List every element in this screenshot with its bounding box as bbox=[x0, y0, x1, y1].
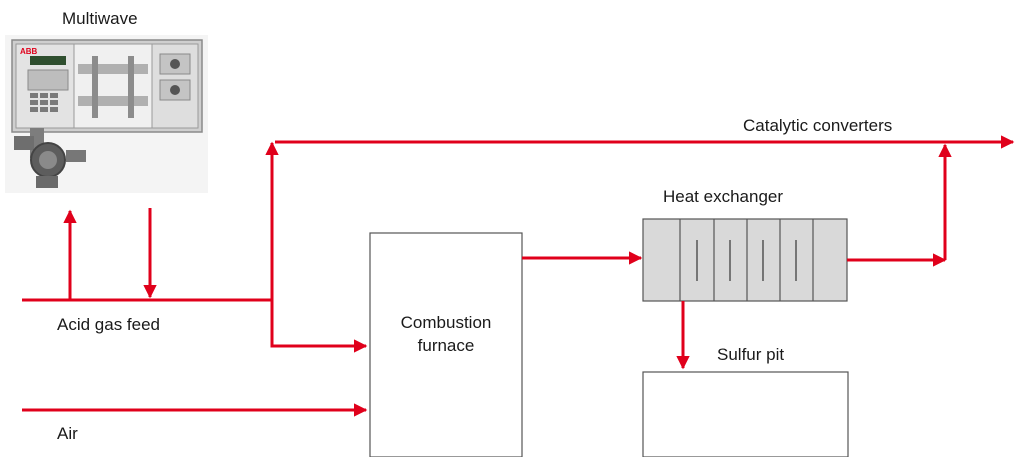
catalytic-converters-label: Catalytic converters bbox=[743, 116, 892, 135]
combustion-furnace-label-line2: furnace bbox=[418, 336, 475, 355]
combustion-furnace-box bbox=[369, 232, 523, 457]
multiwave-label: Multiwave bbox=[62, 9, 138, 28]
heat-exchanger bbox=[642, 218, 848, 302]
acid-gas-feed-label: Acid gas feed bbox=[57, 315, 160, 334]
air-label: Air bbox=[57, 424, 78, 443]
combustion-furnace-label-line1: Combustion bbox=[401, 313, 492, 332]
sulfur-pit-box bbox=[642, 371, 849, 457]
multiwave-analyzer-image: ABB bbox=[5, 35, 208, 193]
sulfur-pit-label: Sulfur pit bbox=[717, 345, 784, 364]
analyzer-brand-logo: ABB bbox=[20, 47, 38, 56]
flow-lines bbox=[22, 135, 1015, 417]
acid-gas-to-furnace-arrow bbox=[270, 300, 368, 353]
heat-exchanger-label: Heat exchanger bbox=[663, 187, 783, 206]
